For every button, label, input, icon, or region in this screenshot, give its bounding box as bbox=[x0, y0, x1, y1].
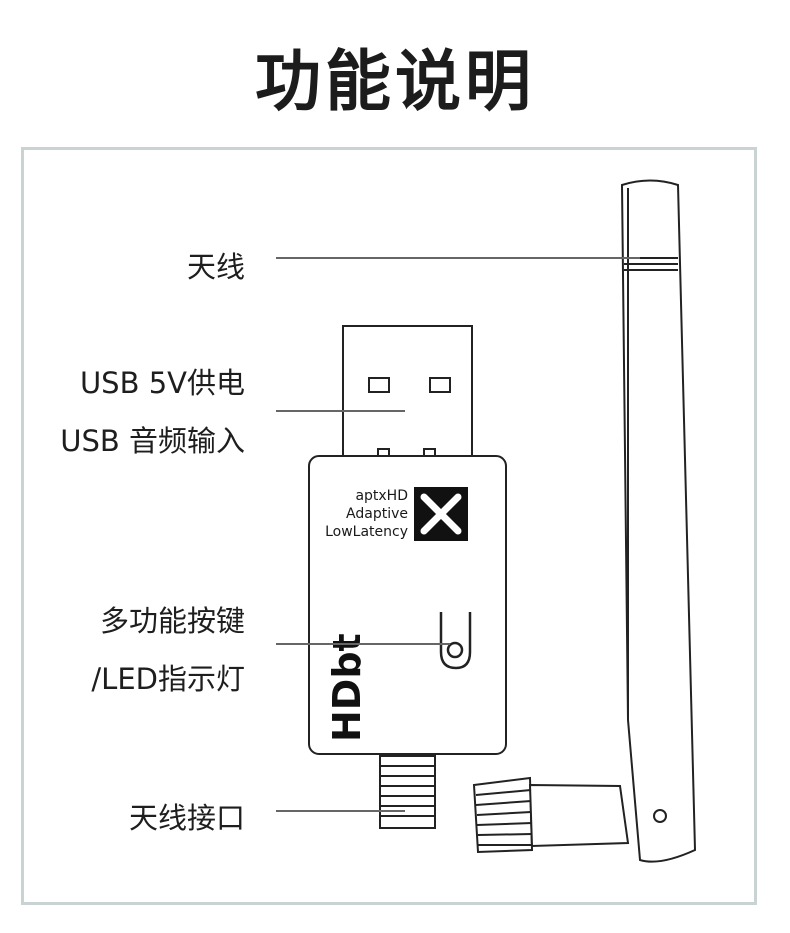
badge-line-aptxhd: aptxHD bbox=[355, 488, 408, 504]
label-antenna-port: 天线接口 bbox=[128, 801, 245, 835]
page-title: 功能说明 bbox=[255, 43, 535, 120]
leader-lines bbox=[276, 257, 640, 812]
label-usb-power: USB 5V供电 bbox=[79, 366, 245, 400]
antenna-swivel bbox=[472, 776, 630, 854]
label-usb-audio: USB 音频输入 bbox=[60, 424, 245, 458]
antenna-port-connector bbox=[379, 755, 436, 829]
dongle-body bbox=[308, 455, 507, 755]
brand-logo: HDbt bbox=[325, 633, 369, 742]
diagram-frame bbox=[21, 147, 757, 905]
label-led: /LED指示灯 bbox=[91, 662, 245, 696]
badge-line-lowlatency: LowLatency bbox=[325, 524, 408, 540]
badge-line-adaptive: Adaptive bbox=[346, 506, 408, 522]
antenna bbox=[620, 179, 697, 863]
label-antenna: 天线 bbox=[186, 250, 245, 284]
label-button: 多功能按键 bbox=[99, 604, 245, 638]
usb-plug bbox=[342, 325, 473, 457]
